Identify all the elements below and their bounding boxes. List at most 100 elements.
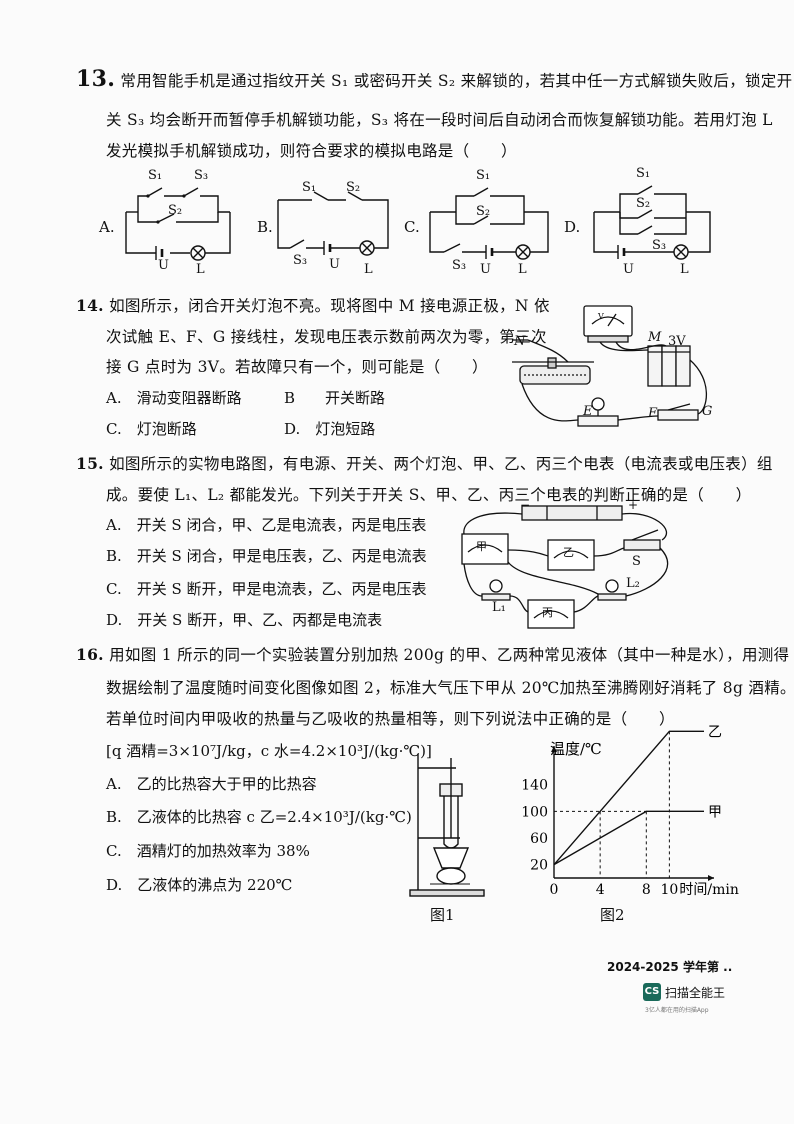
q16-line3: 若单位时间内甲吸收的热量与乙吸收的热量相等，则下列说法中正确的是（ ） bbox=[106, 710, 675, 728]
q13-option-c[interactable]: C. bbox=[404, 218, 420, 236]
q16-option-c[interactable]: C. 酒精灯的加热效率为 38% bbox=[106, 842, 310, 860]
q13-circuit-d bbox=[593, 185, 711, 260]
q13d-u: U bbox=[623, 262, 634, 277]
y-axis-label: 温度/℃ bbox=[550, 740, 602, 758]
q16-fig2-caption: 图2 bbox=[600, 906, 625, 924]
q14-option-c[interactable]: C. 灯泡断路 bbox=[106, 420, 197, 438]
y-axis-arrow bbox=[551, 746, 557, 752]
y-tick-label: 100 bbox=[521, 804, 548, 820]
q14-fig-n: N bbox=[514, 334, 526, 349]
q16-temperature-chart: 温度/℃ 时间/min 20 60 100 140 0 4 8 10 乙甲 bbox=[521, 724, 739, 898]
q14-fig-m: M bbox=[648, 330, 662, 345]
q13b-s2: S₂ bbox=[346, 180, 361, 195]
q15-fig-jia: 甲 bbox=[476, 540, 487, 553]
q13d-s2: S₂ bbox=[636, 196, 651, 211]
q13c-s2: S₂ bbox=[476, 204, 491, 219]
q16-line1: 16. 用如图 1 所示的同一个实验装置分别加热 200g 的甲、乙两种常见液体… bbox=[76, 643, 789, 665]
q15-fig-bing: 丙 bbox=[542, 606, 553, 619]
q13-option-d[interactable]: D. bbox=[564, 218, 581, 236]
q13-line3: 发光模拟手机解锁成功，则符合要求的模拟电路是（ ） bbox=[106, 142, 517, 160]
series-label-0: 乙 bbox=[708, 724, 722, 740]
q13-option-a[interactable]: A. bbox=[99, 218, 115, 236]
q13-text1: 常用智能手机是通过指纹开关 S₁ 或密码开关 S₂ 来解锁的，若其中任一方式解锁… bbox=[120, 72, 793, 90]
q16-heating-apparatus bbox=[409, 754, 485, 897]
q13c-l: L bbox=[518, 262, 527, 277]
q15-text1: 如图所示的实物电路图，有电源、开关、两个灯泡、甲、乙、丙三个电表（电流表或电压表… bbox=[109, 455, 773, 473]
q15-line2: 成。要使 L₁、L₂ 都能发光。下列关于开关 S、甲、乙、丙三个电表的判断正确的… bbox=[106, 486, 752, 504]
series-line-1 bbox=[553, 810, 704, 866]
q13-circuit-c bbox=[429, 187, 549, 260]
q16-option-d[interactable]: D. 乙液体的沸点为 220℃ bbox=[106, 876, 293, 894]
q15-fig-minus: − bbox=[520, 498, 531, 512]
q15-fig-l2: L₂ bbox=[626, 576, 640, 591]
q13-number: 13. bbox=[76, 66, 116, 92]
q13d-s3: S₃ bbox=[652, 238, 667, 253]
q15-option-b[interactable]: B. 开关 S 闭合，甲是电压表，乙、丙是电流表 bbox=[106, 547, 427, 565]
q15-fig-l1: L₁ bbox=[492, 600, 506, 615]
q13b-s1: S₁ bbox=[302, 180, 317, 195]
q16-constants: [q 酒精=3×10⁷J/kg，c 水=4.2×10³J/(kg·℃)] bbox=[106, 742, 432, 760]
x-axis-label: 时间/min bbox=[679, 882, 739, 898]
q13b-s3: S₃ bbox=[293, 253, 308, 268]
q14-fig-f: F bbox=[648, 406, 658, 421]
x-axis-arrow bbox=[708, 875, 714, 881]
q15-option-d[interactable]: D. 开关 S 断开，甲、乙、丙都是电流表 bbox=[106, 611, 383, 629]
q14-fig-e: E bbox=[583, 404, 593, 419]
q14-line2: 次试触 E、F、G 接线柱，发现电压表示数前两次为零，第三次 bbox=[106, 328, 547, 346]
x-tick-label: 4 bbox=[596, 882, 605, 898]
q14-fig-3v: 3V bbox=[668, 334, 686, 349]
q15-number: 15. bbox=[76, 454, 104, 473]
q13c-s3: S₃ bbox=[452, 258, 467, 273]
q13-option-b[interactable]: B. bbox=[257, 218, 273, 236]
q14-line3: 接 G 点时为 3V。若故障只有一个，则可能是（ ） bbox=[106, 358, 488, 376]
x-tick-label: 8 bbox=[642, 882, 651, 898]
q13a-s1: S₁ bbox=[148, 168, 163, 183]
q14-apparatus-figure bbox=[512, 305, 708, 427]
q16-line2: 数据绘制了温度随时间变化图像如图 2，标准大气压下甲从 20℃加热至沸腾刚好消耗… bbox=[106, 679, 794, 697]
q16-option-b[interactable]: B. 乙液体的比热容 c 乙=2.4×10³J/(kg·℃) bbox=[106, 808, 412, 826]
q13d-s1: S₁ bbox=[636, 166, 651, 181]
q13a-s3: S₃ bbox=[194, 168, 209, 183]
x-tick-label: 0 bbox=[550, 882, 559, 898]
q13d-l: L bbox=[680, 262, 689, 277]
q16-number: 16. bbox=[76, 645, 104, 664]
camscanner-logo-icon: CS bbox=[643, 983, 661, 1001]
q14-number: 14. bbox=[76, 296, 104, 315]
q15-apparatus-figure bbox=[461, 505, 669, 629]
q13a-l: L bbox=[196, 262, 205, 277]
q13a-u: U bbox=[158, 258, 169, 273]
q13a-s2: S₂ bbox=[168, 203, 183, 218]
q13c-s1: S₁ bbox=[476, 168, 491, 183]
q13-line1: 13. 常用智能手机是通过指纹开关 S₁ 或密码开关 S₂ 来解锁的，若其中任一… bbox=[76, 66, 792, 92]
q15-option-a[interactable]: A. 开关 S 闭合，甲、乙是电流表，丙是电压表 bbox=[106, 516, 427, 534]
q13b-l: L bbox=[364, 262, 373, 277]
q15-fig-s: S bbox=[632, 554, 641, 569]
q15-option-c[interactable]: C. 开关 S 断开，甲是电流表，乙、丙是电压表 bbox=[106, 580, 427, 598]
q14-option-b[interactable]: B 开关断路 bbox=[284, 389, 386, 407]
q13-circuit-a bbox=[125, 187, 231, 261]
q16-option-a[interactable]: A. 乙的比热容大于甲的比热容 bbox=[106, 775, 317, 793]
y-tick-label: 60 bbox=[530, 831, 548, 847]
q15-fig-plus: + bbox=[628, 498, 639, 512]
q14-option-d[interactable]: D. 灯泡短路 bbox=[284, 420, 376, 438]
q13c-u: U bbox=[480, 262, 491, 277]
camscanner-tagline: 3亿人都在用的扫描App bbox=[645, 1007, 709, 1014]
q13-circuit-b bbox=[277, 191, 389, 256]
camscanner-name: 扫描全能王 bbox=[665, 986, 726, 1000]
series-line-0 bbox=[553, 730, 704, 866]
y-tick-label: 20 bbox=[530, 858, 548, 874]
q14-text1: 如图所示，闭合开关灯泡不亮。现将图中 M 接电源正极，N 依 bbox=[109, 297, 550, 315]
footer-year: 2024-2025 学年第 .. bbox=[607, 960, 733, 974]
q13b-u: U bbox=[329, 257, 340, 272]
q14-fig-v: V bbox=[598, 312, 604, 321]
q13-line2: 关 S₃ 均会断开而暂停手机解锁功能，S₃ 将在一段时间后自动闭合而恢复解锁功能… bbox=[106, 111, 773, 129]
y-tick-label: 140 bbox=[521, 778, 548, 794]
q16-fig1-caption: 图1 bbox=[430, 906, 455, 924]
q14-option-a[interactable]: A. 滑动变阻器断路 bbox=[106, 389, 242, 407]
series-label-1: 甲 bbox=[708, 804, 722, 820]
q15-line1: 15. 如图所示的实物电路图，有电源、开关、两个灯泡、甲、乙、丙三个电表（电流表… bbox=[76, 452, 773, 474]
q14-fig-g: G bbox=[702, 404, 713, 419]
q15-fig-yi: 乙 bbox=[563, 546, 574, 559]
q14-line1: 14. 如图所示，闭合开关灯泡不亮。现将图中 M 接电源正极，N 依 bbox=[76, 294, 550, 316]
x-tick-label: 10 bbox=[660, 882, 678, 898]
